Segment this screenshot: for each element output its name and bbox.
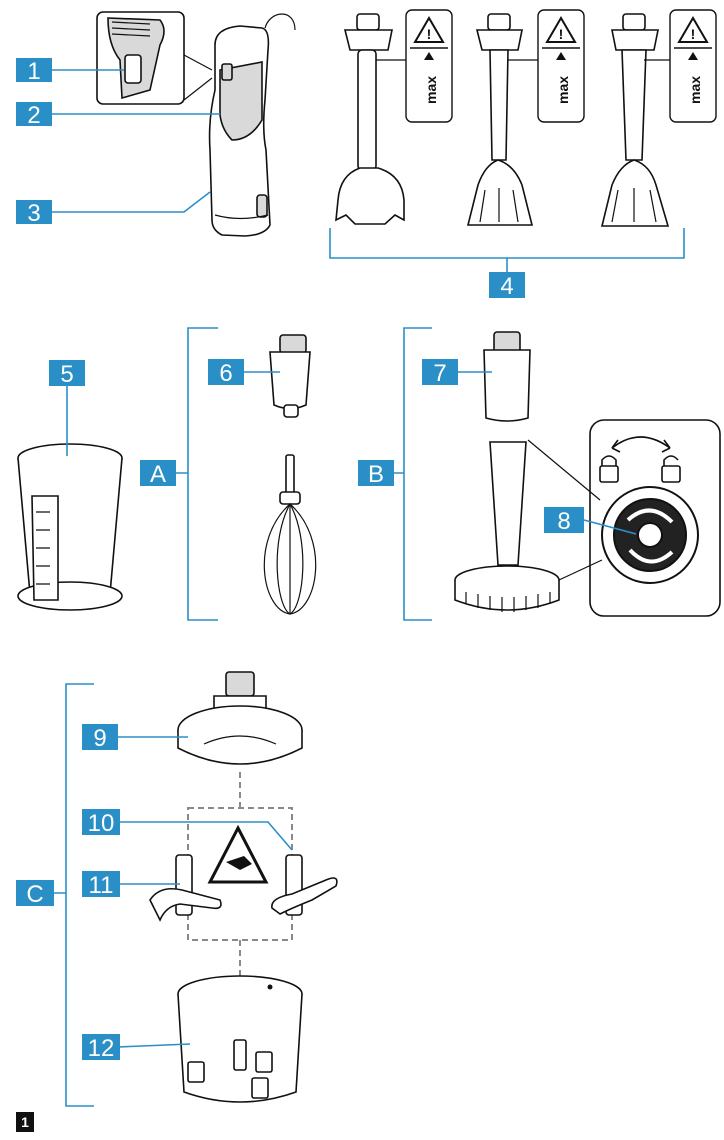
blender-foot-1 bbox=[335, 13, 405, 225]
masher-lock-detail bbox=[527, 419, 721, 617]
callout-b: B bbox=[358, 460, 394, 488]
svg-text:!: ! bbox=[559, 26, 564, 42]
callout-12: 12 bbox=[82, 1034, 120, 1062]
chopper-blade-right bbox=[271, 854, 338, 916]
callout-6-text: 6 bbox=[219, 360, 232, 387]
max-text: max bbox=[423, 76, 439, 104]
callout-9: 9 bbox=[82, 724, 118, 752]
chopper-blade-left bbox=[149, 854, 222, 922]
max-warning-label-2: ! max bbox=[537, 9, 585, 123]
callout-c-text: C bbox=[26, 881, 43, 908]
callout-3: 3 bbox=[16, 200, 52, 227]
lock-open-icon bbox=[661, 455, 681, 483]
callout-9-text: 9 bbox=[93, 725, 106, 752]
masher-attachment bbox=[454, 441, 560, 612]
callout-3-text: 3 bbox=[27, 200, 40, 227]
callout-11: 11 bbox=[82, 871, 120, 899]
callout-1-text: 1 bbox=[27, 58, 40, 85]
hand-hazard-icon bbox=[207, 824, 269, 884]
whisk-attachment bbox=[263, 454, 317, 615]
motor-unit bbox=[96, 11, 296, 237]
callout-4-text: 4 bbox=[500, 273, 513, 300]
callout-4: 4 bbox=[489, 272, 525, 300]
bracket-a bbox=[176, 327, 218, 621]
blender-foot-3 bbox=[600, 13, 670, 227]
callout-a: A bbox=[140, 460, 176, 488]
masher-gear-attachment bbox=[483, 331, 531, 422]
callout-8: 8 bbox=[544, 507, 584, 535]
callout-1: 1 bbox=[16, 58, 52, 85]
callout-2: 2 bbox=[16, 102, 52, 129]
callout-7: 7 bbox=[422, 359, 458, 387]
figure-number-text: 1 bbox=[21, 1114, 29, 1130]
callout-7-text: 7 bbox=[433, 360, 446, 387]
bracket-b bbox=[394, 327, 432, 621]
bracket-c bbox=[54, 683, 94, 1107]
callout-6: 6 bbox=[208, 359, 244, 387]
callout-10-text: 10 bbox=[88, 810, 115, 837]
callout-b-text: B bbox=[368, 461, 384, 488]
callout-11-text: 11 bbox=[89, 872, 114, 899]
figure-number: 1 bbox=[16, 1112, 34, 1132]
svg-text:!: ! bbox=[427, 26, 432, 42]
max-warning-label-3: ! max bbox=[669, 9, 717, 123]
chopper-bowl bbox=[177, 975, 303, 1103]
whisk-gear-attachment bbox=[269, 334, 311, 418]
callout-10: 10 bbox=[82, 809, 120, 837]
svg-text:!: ! bbox=[691, 26, 696, 42]
bracket-4 bbox=[329, 228, 685, 272]
max-text: max bbox=[555, 76, 571, 104]
chopper-lid bbox=[177, 671, 303, 765]
lock-closed-icon bbox=[599, 455, 619, 483]
max-text: max bbox=[687, 76, 703, 104]
callout-5: 5 bbox=[49, 360, 85, 388]
callout-c: C bbox=[16, 880, 54, 908]
blender-foot-2 bbox=[466, 13, 534, 226]
callout-2-text: 2 bbox=[27, 102, 40, 129]
callout-8-text: 8 bbox=[557, 508, 570, 535]
max-warning-label-1: ! max bbox=[405, 9, 453, 123]
callout-a-text: A bbox=[150, 461, 166, 488]
callout-12-text: 12 bbox=[88, 1035, 115, 1062]
measuring-beaker bbox=[17, 443, 123, 611]
callout-5-text: 5 bbox=[60, 361, 73, 388]
